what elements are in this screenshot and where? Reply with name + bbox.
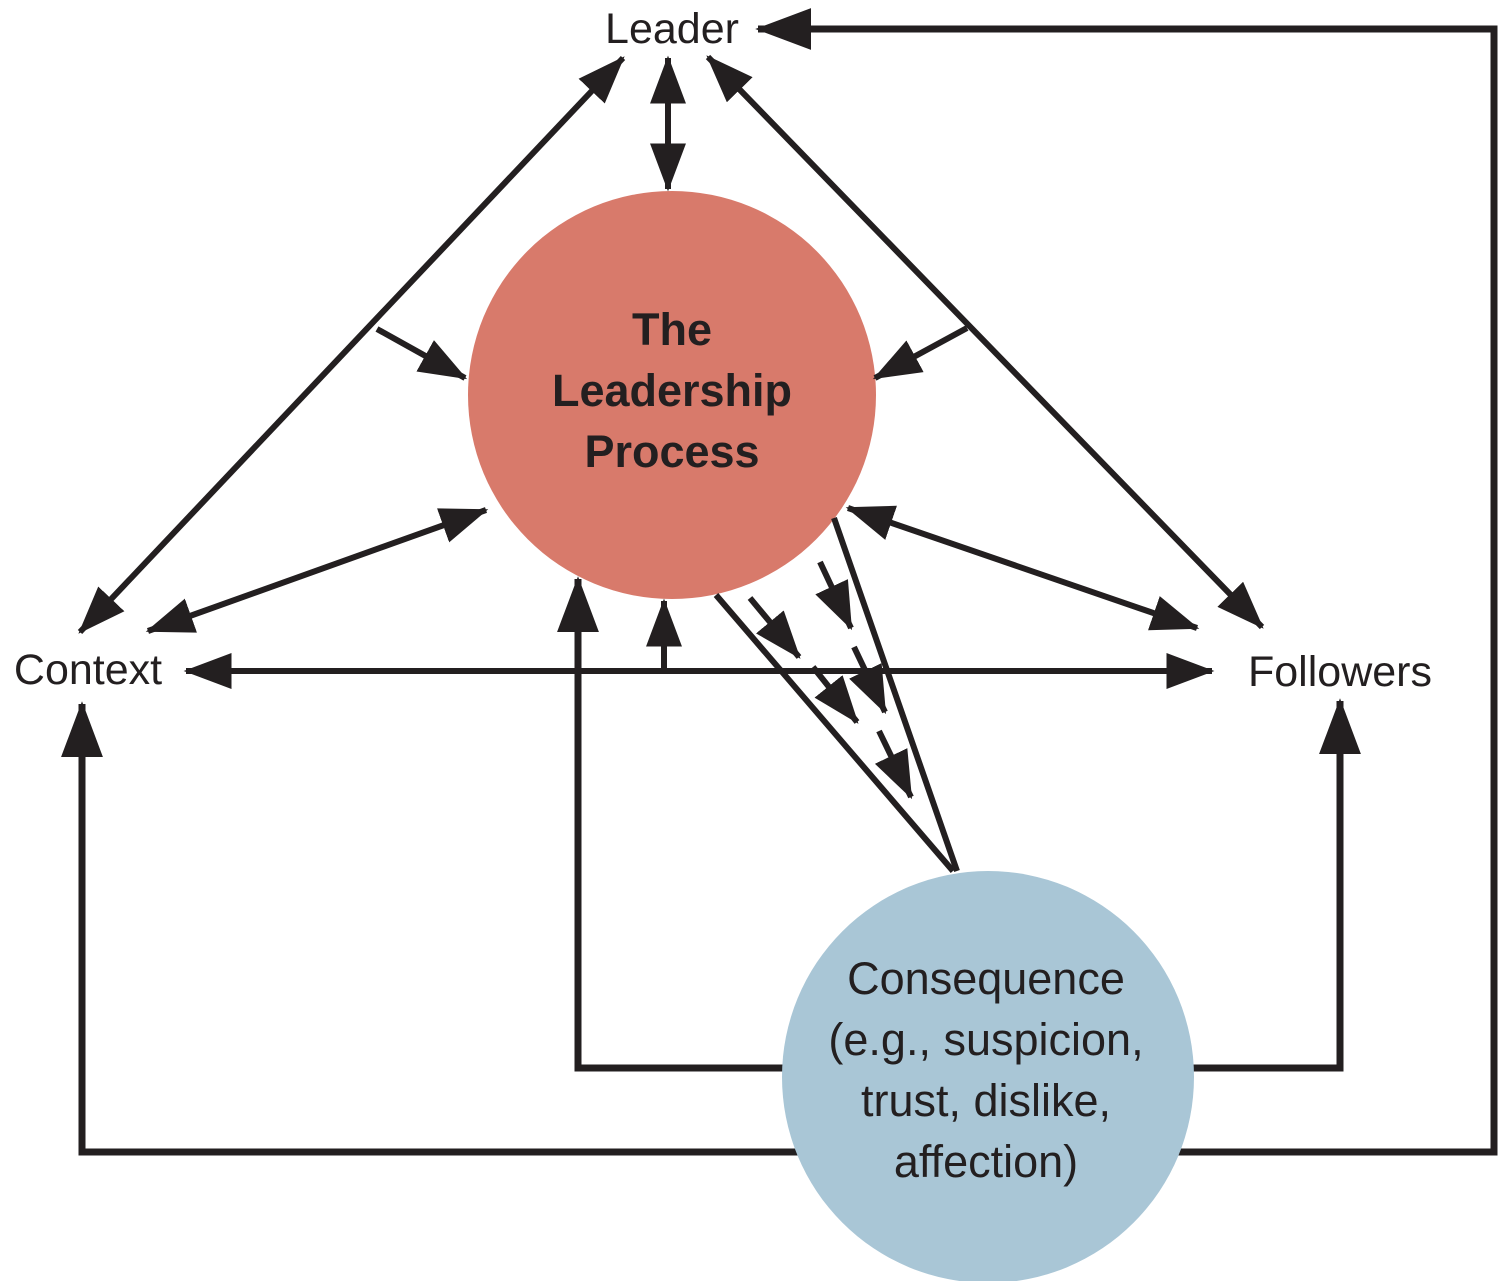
edge-branch-leaderfollowers-to-process bbox=[872, 325, 969, 381]
consequence-label-line2: (e.g., suspicion, bbox=[828, 1014, 1143, 1065]
consequence-label-line4: affection) bbox=[894, 1136, 1078, 1187]
edge-consequence-to-context bbox=[61, 701, 988, 1156]
edge-funnel-right-line bbox=[831, 517, 960, 872]
leader-label: Leader bbox=[605, 5, 739, 53]
followers-label: Followers bbox=[1248, 648, 1432, 696]
leadership-process-label-line1: The bbox=[632, 304, 712, 355]
context-label: Context bbox=[14, 646, 162, 694]
leadership-process-label-line3: Process bbox=[584, 426, 759, 477]
dashed-arrow-segment bbox=[815, 560, 854, 631]
consequence-label-line3: trust, dislike, bbox=[861, 1075, 1111, 1126]
dashed-arrow-segment bbox=[747, 596, 802, 659]
edge-context-leadership-process bbox=[145, 507, 489, 634]
dashed-arrow-segment bbox=[874, 729, 914, 800]
consequence-circle bbox=[782, 871, 1194, 1281]
edge-branch-leadercontext-to-process bbox=[375, 326, 468, 381]
edge-funnel-left-line bbox=[713, 593, 956, 873]
dashed-arrow-segment bbox=[849, 645, 888, 715]
consequence-label-line1: Consequence bbox=[847, 953, 1125, 1004]
edge-followers-leadership-process bbox=[845, 505, 1200, 631]
leadership-process-label-line2: Leadership bbox=[552, 365, 792, 416]
edge-consequence-to-leader bbox=[755, 7, 1498, 1156]
